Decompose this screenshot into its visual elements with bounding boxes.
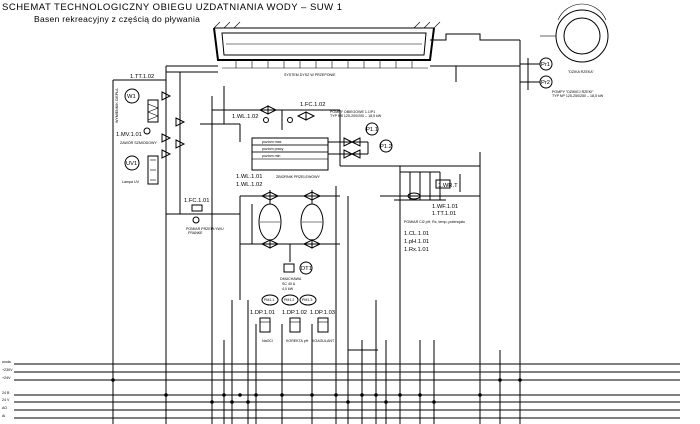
svg-text:KOAGULANT: KOAGULANT xyxy=(312,339,335,343)
motor-valve-icon xyxy=(143,127,151,135)
blower-kw: 4,0 kW xyxy=(282,287,294,291)
svg-text:W1: W1 xyxy=(127,94,136,100)
river-pump-pr1: Pr1 xyxy=(539,57,553,71)
left-valves xyxy=(161,91,186,159)
tank-top-valves xyxy=(258,105,316,123)
bus-label-5: AO xyxy=(2,406,7,410)
circ-pumps-label: POMPY OBIEGOWE 1.1/P1 xyxy=(330,110,375,114)
circ-pump-p12: P1.2 xyxy=(379,139,393,153)
bus-label-0: woda xyxy=(2,360,11,364)
svg-text:FRANKE: FRANKE xyxy=(188,231,203,235)
bus-label-6: AI xyxy=(2,414,5,418)
mixer-valve-label: ZAWÓR SZMIODOWY xyxy=(120,140,157,145)
svg-text:UV1: UV1 xyxy=(126,161,137,167)
svg-text:NaOCl: NaOCl xyxy=(262,339,273,343)
svg-text:DT1: DT1 xyxy=(301,266,312,272)
tag-wf-1-01: 1.WF.1.01 xyxy=(432,204,458,210)
svg-text:PM1.1: PM1.1 xyxy=(264,298,274,302)
blower-dt1: DT1 xyxy=(283,261,313,275)
uv-lamp-label: Lampa UV xyxy=(122,180,140,184)
bus-label-1: +230V xyxy=(2,368,13,372)
tag-wl-1-02: 1.WL.1.02 xyxy=(236,182,262,188)
pool-basin xyxy=(213,21,441,61)
svg-text:poziom min: poziom min xyxy=(262,154,280,158)
blower-sub: SC 40 A xyxy=(282,282,296,286)
svg-text:KOREKTA pH: KOREKTA pH xyxy=(286,339,309,343)
filter-1 xyxy=(258,203,282,241)
tag-tt-1-02: 1.TT.1.02 xyxy=(130,74,154,80)
svg-text:P1.2: P1.2 xyxy=(380,144,392,150)
sample-label: POMIAR Cl2 pH, Rx, temp.,potencjału xyxy=(404,220,465,224)
bus-lines xyxy=(14,363,680,419)
bus-label-2: +24V xyxy=(2,376,11,380)
wr-transmitter xyxy=(435,179,451,189)
river-pumps-sub: TYP NP 125-250/250 – 18,5 kW xyxy=(552,94,604,98)
uv-lamp-uv1: UV1 xyxy=(124,155,159,185)
bus-junctions xyxy=(111,378,522,404)
circ-pump-p11: P1.1 xyxy=(365,122,379,136)
svg-text:PM1.2: PM1.2 xyxy=(284,298,294,302)
tag-ph-1-01: 1.pH.1.01 xyxy=(404,239,429,245)
flow-meter-icon xyxy=(191,204,203,212)
diagram-subtitle: Basen rekreacyjny z częścią do pływania xyxy=(34,14,200,24)
tag-tt-1-01: 1.TT.1.01 xyxy=(432,211,456,217)
overflow-label: WYMIENNIK CIEPŁA xyxy=(115,88,119,123)
svg-text:Pr1: Pr1 xyxy=(541,62,550,68)
tag-rx-1-01: 1.Rx.1.01 xyxy=(404,247,429,253)
wild-river xyxy=(540,3,609,63)
svg-text:poziom max: poziom max xyxy=(262,140,282,144)
svg-text:PM1.3: PM1.3 xyxy=(302,298,312,302)
svg-text:poziom pracy: poziom pracy xyxy=(262,147,284,151)
overflow-tank-label: ZBIORNIK PRZELEWOWY xyxy=(276,175,321,179)
nozzle-row xyxy=(222,60,428,69)
sample-cell-icon xyxy=(407,192,421,200)
diagram-title: SCHEMAT TECHNOLOGICZNY OBIEGU UZDATNIANI… xyxy=(2,2,343,13)
blower-label: DMUCHAWA xyxy=(280,277,302,281)
tag-fc-1-02: 1.FC.1.02 xyxy=(300,102,325,108)
river-pumps-label: POMPY "DZIKIEJ RZEKI" xyxy=(552,90,594,94)
overflow-tank: poziom max poziom pracy poziom min xyxy=(251,137,329,171)
dosing-pump-2: PM1.2 1.DP.1.02 KOREKTA pH xyxy=(281,294,309,343)
svg-text:1.DP.1.01: 1.DP.1.01 xyxy=(250,310,275,316)
bus-label-3: 24 B xyxy=(2,391,10,395)
tag-mv-1-01: 1.MV.1.01 xyxy=(116,132,142,138)
bus-label-4: 24 V xyxy=(2,398,10,402)
svg-text:P1.1: P1.1 xyxy=(366,127,378,133)
svg-text:Pr2: Pr2 xyxy=(541,80,550,86)
svg-text:1.DP.1.03: 1.DP.1.03 xyxy=(310,310,335,316)
nozzle-system-label: SYSTEM DYSZ W PRZEPONIE xyxy=(284,73,336,77)
svg-text:1.DP.1.02: 1.DP.1.02 xyxy=(282,310,307,316)
flow-meter-label: POMIAR PRZEPŁYWU xyxy=(186,227,224,231)
filter-2 xyxy=(300,203,324,241)
tag-fc-1-01: 1.FC.1.01 xyxy=(184,198,209,204)
tag-cl-1-01: 1.CL.1.01 xyxy=(404,231,429,237)
main-pipes-top xyxy=(166,33,521,92)
dosing-pump-1: PM1.1 1.DP.1.01 NaOCl xyxy=(250,294,279,343)
circ-pumps-sub: TYP NB 125-200/200 – 18,5 kW xyxy=(330,114,382,118)
heat-exchanger-w1: W1 xyxy=(124,88,159,123)
tag-wl-1-01: 1.WL.1.01 xyxy=(236,174,262,180)
tag-wl-1-02-top: 1.WL.1.02 xyxy=(232,114,258,120)
wild-river-label: "DZIKA RZEKA" xyxy=(568,70,595,74)
dosing-pump-3: PM1.3 1.DP.1.03 KOAGULANT xyxy=(299,294,335,343)
tag-wr: 1.WR.T xyxy=(438,183,458,189)
river-pump-pr2: Pr2 xyxy=(539,75,553,89)
